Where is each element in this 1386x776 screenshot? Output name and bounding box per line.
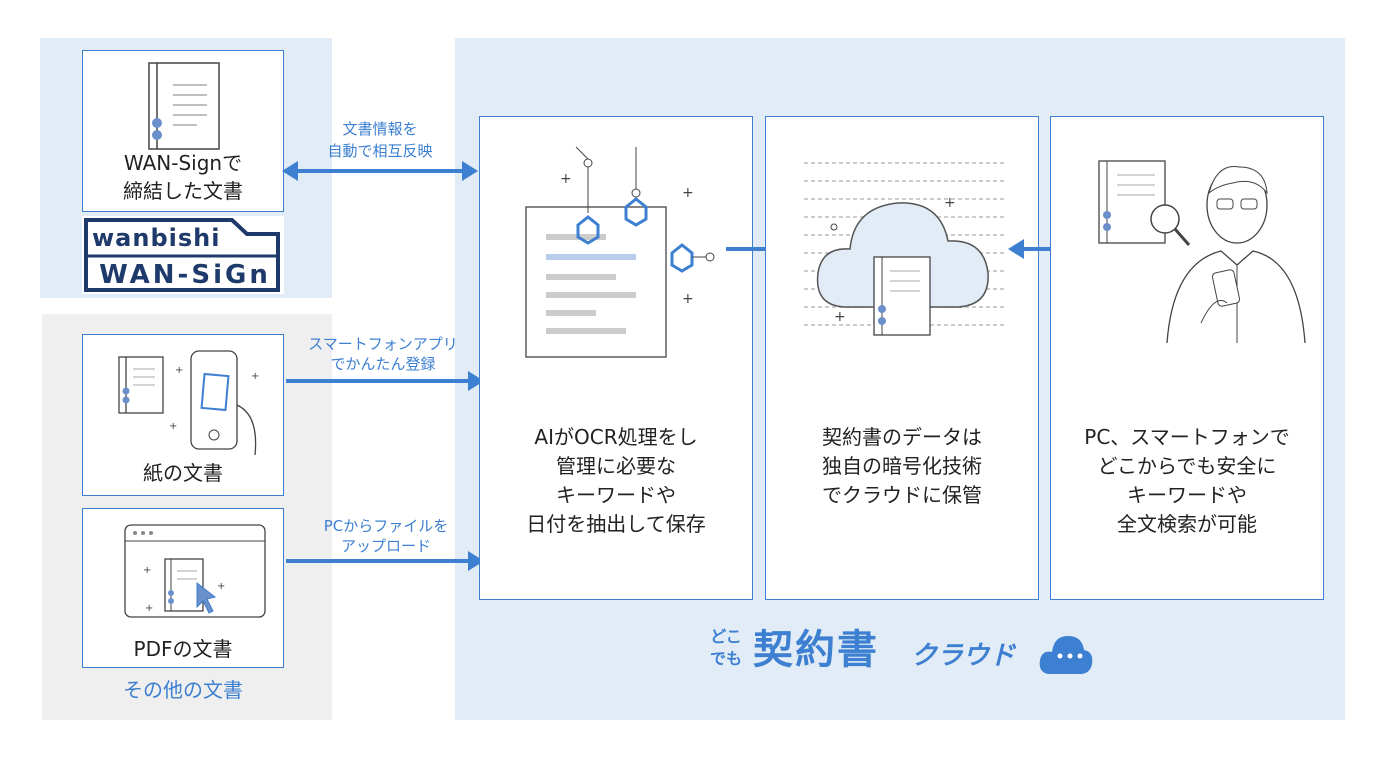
svg-text:+: +: [169, 421, 177, 432]
paper-document-label: 紙の文書: [143, 461, 223, 485]
document-icon: [148, 62, 220, 150]
brand-small-bottom: でも: [709, 649, 742, 668]
svg-text:+: +: [560, 171, 572, 187]
sync-double-arrow: [282, 161, 478, 181]
step-search-text: PC、スマートフォンで どこからでも安全に キーワードや 全文検索が可能: [1084, 425, 1290, 536]
svg-text:+: +: [682, 291, 694, 307]
other-docs-label: その他の文書: [123, 678, 243, 702]
wansign-logo-top: wanbishi: [92, 224, 221, 252]
pc-upload-arrow: [286, 551, 484, 571]
smartphone-scan-icon: + + +: [118, 350, 259, 456]
ai-ocr-icon: + + +: [525, 146, 715, 358]
svg-text:+: +: [143, 565, 151, 576]
paper-document-card: + + + 紙の文書: [82, 334, 284, 496]
secure-cloud-icon: + +: [804, 162, 1004, 336]
svg-text:+: +: [175, 365, 183, 376]
svg-text:+: +: [217, 581, 225, 592]
wansign-logo-bottom: WAN-SiGn: [99, 260, 271, 290]
pdf-document-card: + + + PDFの文書: [82, 508, 284, 668]
pdf-document-label: PDFの文書: [133, 637, 233, 661]
sync-label: 文書情報を 自動で相互反映: [327, 120, 433, 160]
step-search-card: PC、スマートフォンで どこからでも安全に キーワードや 全文検索が可能: [1050, 116, 1324, 600]
svg-text:+: +: [145, 603, 153, 614]
pc-upload-arrow-label: PCからファイルを アップロード: [323, 517, 449, 555]
dokodemo-keiyakusho-cloud-logo: どこ でも 契約書 クラウド: [706, 624, 1106, 694]
brand-small-top: どこ: [710, 627, 742, 646]
brand-main: 契約書: [753, 627, 879, 673]
svg-text:+: +: [944, 195, 956, 211]
wansign-document-card: WAN-Signで 締結した文書: [82, 50, 284, 212]
wansign-document-label: WAN-Signで 締結した文書: [123, 151, 243, 203]
step-ocr-card: + + + AIがOCR処理をし 管理に必要な キーワードや 日付を抽出して保存: [479, 116, 753, 600]
svg-text:+: +: [682, 185, 694, 201]
brand-cloud-icon: [1039, 636, 1093, 674]
svg-text:+: +: [834, 309, 846, 325]
smartphone-arrow: [286, 371, 484, 391]
person-search-icon: [1098, 160, 1306, 344]
smartphone-arrow-label: スマートフォンアプリ でかんたん登録: [308, 335, 458, 373]
brand-sub: クラウド: [910, 641, 1015, 671]
step-ocr-text: AIがOCR処理をし 管理に必要な キーワードや 日付を抽出して保存: [526, 425, 706, 536]
step-cloud-text: 契約書のデータは 独自の暗号化技術 でクラウドに保管: [822, 425, 982, 507]
wansign-logo: wanbishi WAN-SiGn: [82, 216, 284, 294]
pdf-upload-icon: + + +: [124, 524, 266, 618]
step-cloud-card: + + 契約書のデータは 独自の暗号化技術 でクラウドに保管: [765, 116, 1039, 600]
svg-text:+: +: [251, 371, 259, 382]
